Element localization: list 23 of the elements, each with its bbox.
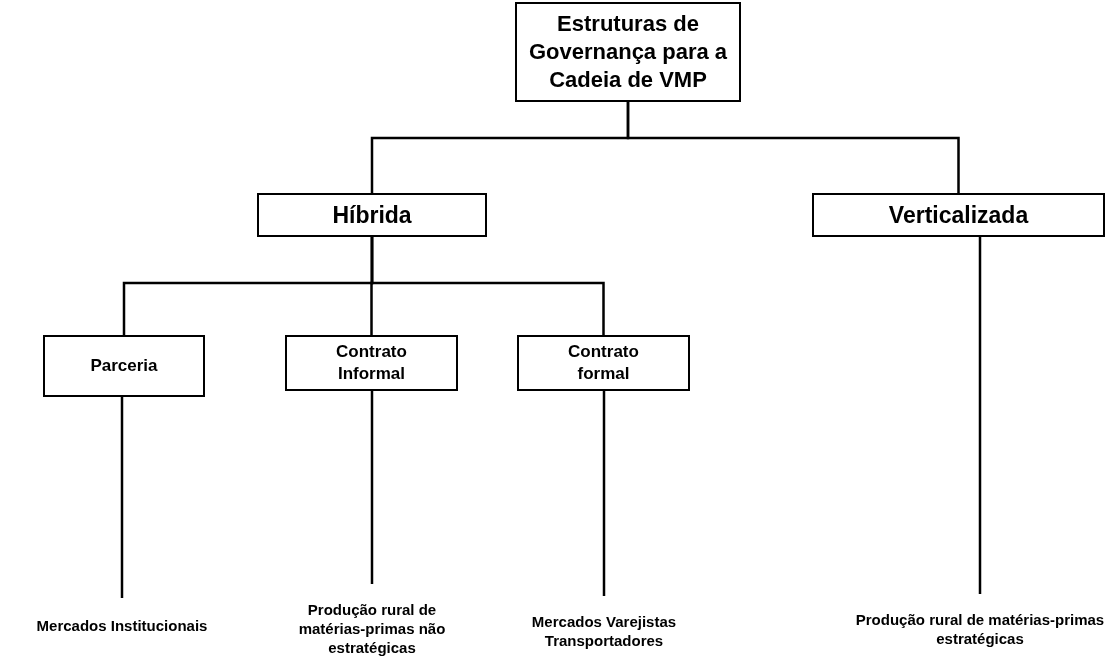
category-box <box>812 193 1105 237</box>
box-label: Parceria <box>90 355 158 377</box>
leaf-text: Mercados Institucionais <box>36 615 208 635</box>
connector-line <box>370 237 605 335</box>
leaf-text: Transportadores <box>544 631 664 650</box>
box-label: Contrato formal <box>567 341 640 385</box>
connector-line <box>602 391 606 596</box>
subcategory-box <box>517 335 690 391</box>
connector-line <box>370 391 374 584</box>
category-box <box>257 193 487 237</box>
leaf-text: Mercados Varejistas <box>531 612 677 631</box>
box-label: Híbrida <box>332 201 412 229</box>
box-label: Estruturas de Governança para a Cadeia de VMP <box>528 10 728 94</box>
subcategory-box <box>285 335 458 391</box>
connector-line <box>626 102 960 193</box>
leaf-text: Produção rural de matérias-primas não estratégicas <box>297 599 447 657</box>
leaf-text: Produção rural de matérias-primas estratégicas <box>855 610 1105 648</box>
root-box <box>515 2 741 102</box>
subcategory-box <box>43 335 205 397</box>
box-label: Contrato Informal <box>335 341 408 385</box>
connector-line <box>978 237 982 594</box>
box-label: Verticalizada <box>888 201 1029 229</box>
connector-line <box>120 397 124 598</box>
